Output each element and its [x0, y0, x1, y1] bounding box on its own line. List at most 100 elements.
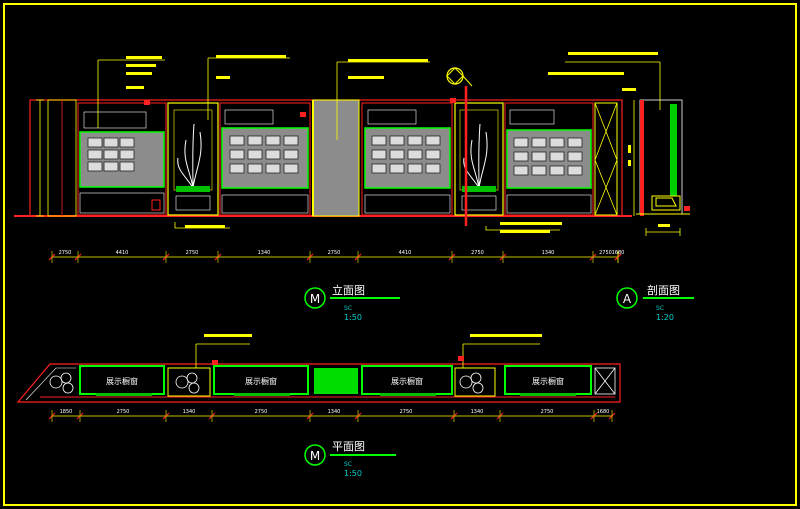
- elevation-dimension-label: 1680: [612, 250, 625, 256]
- plan-center-column: [314, 368, 358, 394]
- sign-board-2: [224, 109, 274, 125]
- section-dims: [633, 100, 681, 236]
- sign-board-1: [83, 111, 147, 129]
- plan-red-tag-1: [212, 360, 218, 365]
- plan-annotation-marks: [204, 334, 542, 337]
- elevation-dimension-label: 2750: [59, 250, 72, 256]
- plant-niche-1: [167, 102, 219, 216]
- small-red-tags: [144, 98, 456, 211]
- plan-scale: 1:50: [344, 469, 362, 478]
- board-grid-1: [87, 137, 135, 172]
- elevation-scale-prefix: SC: [344, 305, 352, 312]
- section-title: 剖面图: [647, 283, 680, 297]
- board-grid-2: [229, 135, 299, 174]
- plan-red-tag-2: [458, 356, 464, 361]
- plan-end-box: [594, 367, 616, 395]
- elevation-dimension-label: 1340: [542, 250, 555, 256]
- base-cabinet-1: [79, 192, 165, 214]
- plant-icon-2: [463, 123, 488, 189]
- plan-niche-1: [167, 367, 211, 397]
- plan-view: 展示橱窗 展示橱窗 展示橱窗 展示橱窗: [16, 334, 621, 403]
- board-grid-3: [371, 135, 441, 174]
- plant-icon-1: [177, 123, 202, 189]
- elevation-dimension-label: 4410: [399, 250, 412, 256]
- annotation-text-marks: [126, 52, 658, 233]
- plan-angled-corner: [25, 367, 76, 401]
- display-case-2: [219, 102, 311, 216]
- drawing-border: [3, 3, 797, 506]
- elevation-dimension-label: 2750: [328, 250, 341, 256]
- plan-wall-outline: [16, 363, 621, 403]
- center-column: [312, 99, 360, 217]
- plan-plant-icon-2: [175, 372, 200, 394]
- elevation-title: 立面图: [332, 283, 365, 297]
- plan-dimension-label: 2750: [117, 409, 130, 415]
- plan-dimension-label: 2750: [255, 409, 268, 415]
- plan-dimension-label: 1340: [183, 409, 196, 415]
- section-base-detail: [655, 197, 677, 207]
- plan-dimension-ticks: [48, 410, 616, 422]
- plan-niche-2: [454, 367, 496, 397]
- plan-plant-icon-3: [459, 372, 484, 394]
- planter-2: [462, 186, 496, 192]
- planter-1: [176, 186, 210, 192]
- plan-case-3-glass: [380, 393, 436, 396]
- plan-case-4-glass: [520, 393, 576, 396]
- base-cabinet-2: [221, 194, 309, 214]
- plan-title: 平面图: [332, 440, 365, 453]
- plan-case-label-2: 展示橱窗: [245, 376, 277, 386]
- elevation-view: [14, 52, 661, 233]
- right-end-panel: [594, 102, 618, 216]
- plan-case-label-4: 展示橱窗: [532, 376, 564, 386]
- section-symbol: A: [623, 292, 632, 306]
- plan-scale-prefix: SC: [344, 461, 352, 468]
- niche-base-2: [461, 195, 497, 211]
- plan-symbol: M: [310, 449, 320, 463]
- elevation-symbol: M: [310, 292, 320, 306]
- sign-board-4: [509, 109, 555, 125]
- plan-plant-icon-1: [49, 372, 74, 394]
- elevation-dimension-label: 4410: [116, 250, 129, 256]
- elevation-dimension-label: 2750: [471, 250, 484, 256]
- section-annotation-marks: [628, 145, 670, 227]
- niche-base-1: [175, 195, 211, 211]
- plan-title-block: M 平面图 SC 1:50: [304, 440, 396, 478]
- section-marker-icon: [446, 67, 473, 87]
- display-case-3: [361, 102, 453, 216]
- base-cabinet-4: [506, 194, 592, 214]
- plan-dimension-label: 2750: [541, 409, 554, 415]
- section-wall: [640, 100, 644, 216]
- plan-dimension-label: 1680: [597, 409, 610, 415]
- plan-case-1-glass: [96, 393, 152, 396]
- board-grid-4: [513, 137, 583, 176]
- plan-dimension-label: 1850: [60, 409, 73, 415]
- plan-case-label-1: 展示橱窗: [106, 376, 138, 386]
- plan-leaders: [195, 343, 540, 368]
- elevation-dimension-label: 1340: [258, 250, 271, 256]
- elevation-title-block: M 立面图 SC 1:50: [304, 283, 400, 322]
- plan-case-label-3: 展示橱窗: [391, 376, 423, 386]
- sign-board-3: [367, 109, 417, 125]
- elevation-dimension-ticks: [48, 251, 622, 263]
- display-case-1: [77, 102, 167, 216]
- plan-dimension-label: 2750: [400, 409, 413, 415]
- plan-case-2-glass: [234, 393, 290, 396]
- plant-niche-2: [454, 102, 504, 216]
- section-green-panel: [670, 104, 677, 196]
- section-view: [628, 99, 690, 236]
- cross-brace: [594, 102, 618, 216]
- section-scale-prefix: SC: [656, 305, 664, 312]
- section-title-block: A 剖面图 SC 1:20: [616, 283, 694, 322]
- elevation-dimension-label: 2750: [599, 250, 612, 256]
- section-red-tag: [684, 206, 690, 211]
- section-base: [651, 195, 681, 211]
- plan-dimension-label: 1340: [328, 409, 341, 415]
- elevation-dimension-label: 2750: [186, 250, 199, 256]
- elevation-scale: 1:50: [344, 313, 362, 322]
- base-cabinet-3: [364, 194, 451, 214]
